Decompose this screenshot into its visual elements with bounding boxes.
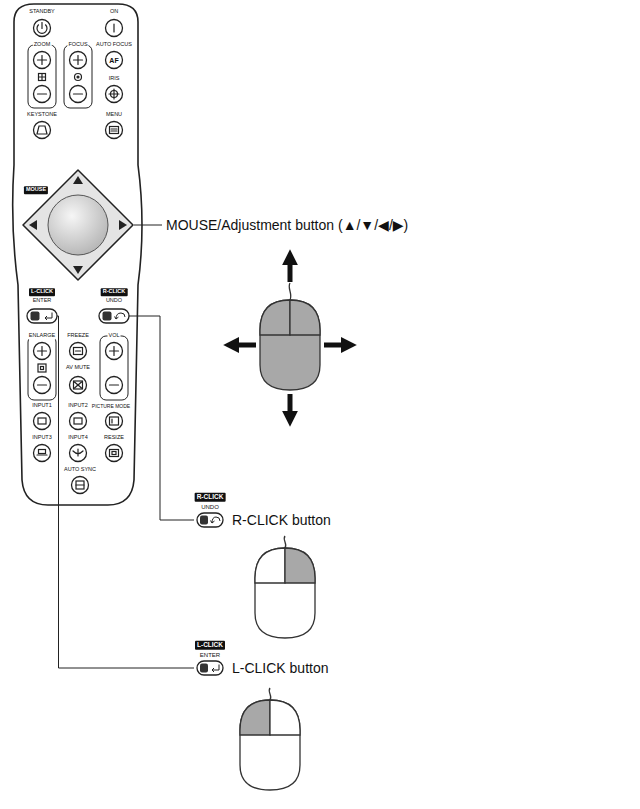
button-label: UNDO [106, 298, 122, 304]
group-label: ENLARGE [28, 333, 56, 339]
callout-label: L-CLICK button [232, 661, 329, 675]
button-label: INPUT3 [32, 435, 52, 441]
mouse-right-click-figure [255, 536, 315, 638]
icon-label: ENTER [200, 652, 220, 658]
button-label: FREEZE [67, 333, 89, 339]
group-label: ZOOM [33, 42, 52, 48]
callout-label: R-CLICK button [232, 513, 331, 527]
icon-chip: R-CLICK [195, 493, 226, 502]
click-button [27, 309, 129, 323]
button-label: STANDBY [29, 9, 55, 15]
button-label: RESIZE [104, 435, 124, 441]
mouse-adjustment-pad [23, 170, 133, 280]
button-chip: L-CLICK [29, 288, 55, 296]
button-label: INPUT1 [32, 403, 52, 409]
button-label: ENTER [33, 298, 52, 304]
button-label: KEYSTONE [27, 112, 57, 118]
button-label: AUTO FOCUS [96, 42, 132, 48]
callout-label: MOUSE/Adjustment button (▲/▼/◀/▶) [166, 218, 408, 232]
button-chip: R-CLICK [101, 288, 128, 296]
button-label: PICTURE MODE [92, 404, 130, 409]
group-label: FOCUS [67, 42, 88, 48]
group-label: VOL [107, 333, 120, 339]
icon-label: UNDO [201, 504, 219, 510]
button-glyph: AF [109, 57, 118, 64]
button-label: AUTO SYNC [64, 467, 96, 473]
click-button-icon [197, 513, 223, 675]
button-label: AV MUTE [66, 365, 90, 371]
icon-chip: L-CLICK [195, 641, 225, 650]
button-label: INPUT2 [68, 403, 88, 409]
button-label: INPUT4 [68, 435, 88, 441]
button-label: ON [110, 9, 118, 15]
mouse-movement-figure [236, 262, 344, 414]
button-label: IRIS [109, 76, 120, 82]
mouse-left-click-figure [240, 688, 300, 790]
leader-line [57, 225, 194, 668]
button-chip: MOUSE [24, 186, 48, 194]
button-label: MENU [106, 112, 122, 118]
remote-body [13, 4, 142, 505]
